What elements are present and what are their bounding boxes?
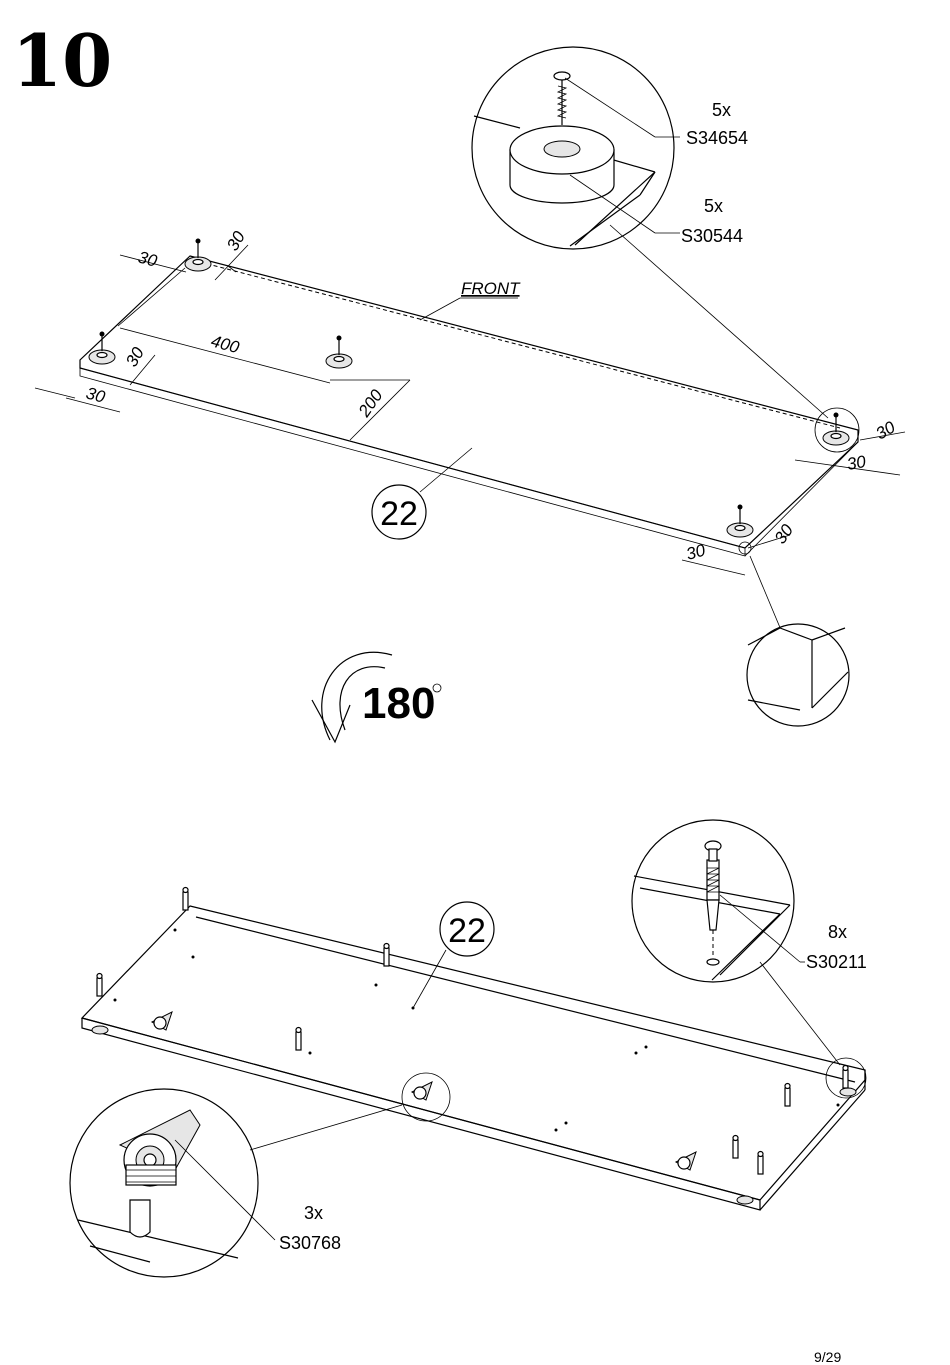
dowel-icon — [732, 1134, 739, 1159]
dowel-icon — [757, 1150, 764, 1175]
degree-symbol-icon — [432, 683, 442, 693]
part-code: S34654 — [686, 128, 748, 148]
dowel-icon — [842, 1064, 849, 1089]
foot-icon — [184, 238, 212, 272]
part-label: 22 — [380, 495, 418, 533]
rotate-arrow-icon — [311, 651, 393, 744]
screw-head-icon — [553, 71, 571, 81]
zoom-callout-dowel — [631, 819, 841, 1066]
qty-label: 5x — [712, 100, 731, 120]
zoom-callout-cam — [69, 1088, 403, 1278]
part-code: S30768 — [279, 1233, 341, 1253]
cam-lock-icon — [150, 1011, 173, 1031]
front-label: FRONT — [461, 279, 521, 298]
panel-22-top — [79, 255, 859, 549]
part-label-circle — [439, 901, 495, 957]
part-code: S30211 — [806, 952, 867, 972]
dowel-icon — [383, 942, 390, 967]
qty-label: 8x — [828, 922, 847, 942]
page-number: 9/29 — [814, 1349, 841, 1365]
dim-label: 30 — [84, 384, 108, 407]
dowel-icon — [295, 1026, 302, 1051]
cam-lock-icon — [674, 1151, 697, 1171]
bottom-panel-assembly: 22 — [80, 886, 867, 1211]
part-label: 22 — [448, 912, 486, 950]
dim-label: 30 — [771, 520, 798, 547]
dim-label: 30 — [845, 452, 867, 474]
step-number: 10 — [12, 18, 112, 103]
qty-label: 5x — [704, 196, 723, 216]
dimension-lines — [34, 244, 906, 576]
rotation-value: 180 — [362, 679, 435, 728]
foot-icon — [88, 331, 116, 365]
dowel-icon — [96, 972, 103, 997]
foot-icon — [325, 335, 353, 369]
qty-label: 3x — [304, 1203, 323, 1223]
dim-label: 30 — [223, 228, 249, 254]
cam-lock-icon — [410, 1081, 433, 1101]
dowel-icon — [182, 886, 189, 911]
panel-22-bottom — [80, 905, 866, 1201]
zoom-callout-edge — [746, 555, 850, 727]
foot-icon — [726, 504, 754, 538]
part-code: S30544 — [681, 226, 743, 246]
dim-label: 30 — [684, 540, 708, 563]
top-panel-assembly: 30 30 400 30 200 30 30 30 30 30 FRONT 22 — [34, 228, 906, 576]
foot-icon — [822, 412, 850, 446]
dim-label: 30 — [873, 417, 899, 443]
dowel-icon — [784, 1082, 791, 1107]
part-label-circle — [371, 484, 427, 540]
zoom-callout-foot — [471, 46, 829, 419]
dim-label: 30 — [136, 248, 160, 271]
